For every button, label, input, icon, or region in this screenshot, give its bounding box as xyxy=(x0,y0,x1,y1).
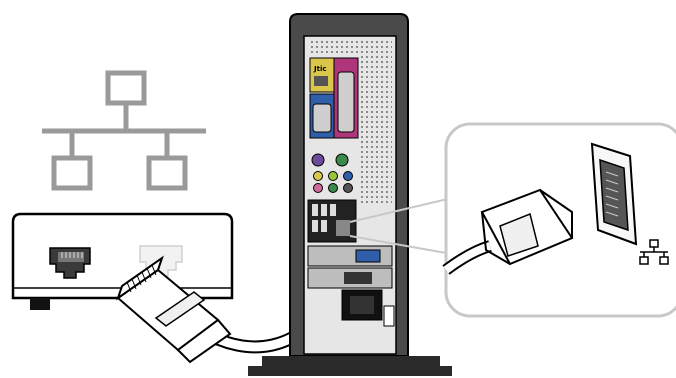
parallel-port-label: Jtic xyxy=(313,65,327,73)
computer-tower: Jtic xyxy=(248,13,452,376)
rj45-plug-computer xyxy=(442,188,574,275)
callout-lines xyxy=(349,197,453,255)
network-icon xyxy=(639,239,669,265)
hub-port-active xyxy=(49,247,91,279)
network-topology-icon xyxy=(42,70,206,191)
callout-detail xyxy=(442,122,676,318)
network-hub xyxy=(11,212,234,310)
rj45-plug-hub xyxy=(116,255,232,364)
network-jack xyxy=(590,142,638,246)
